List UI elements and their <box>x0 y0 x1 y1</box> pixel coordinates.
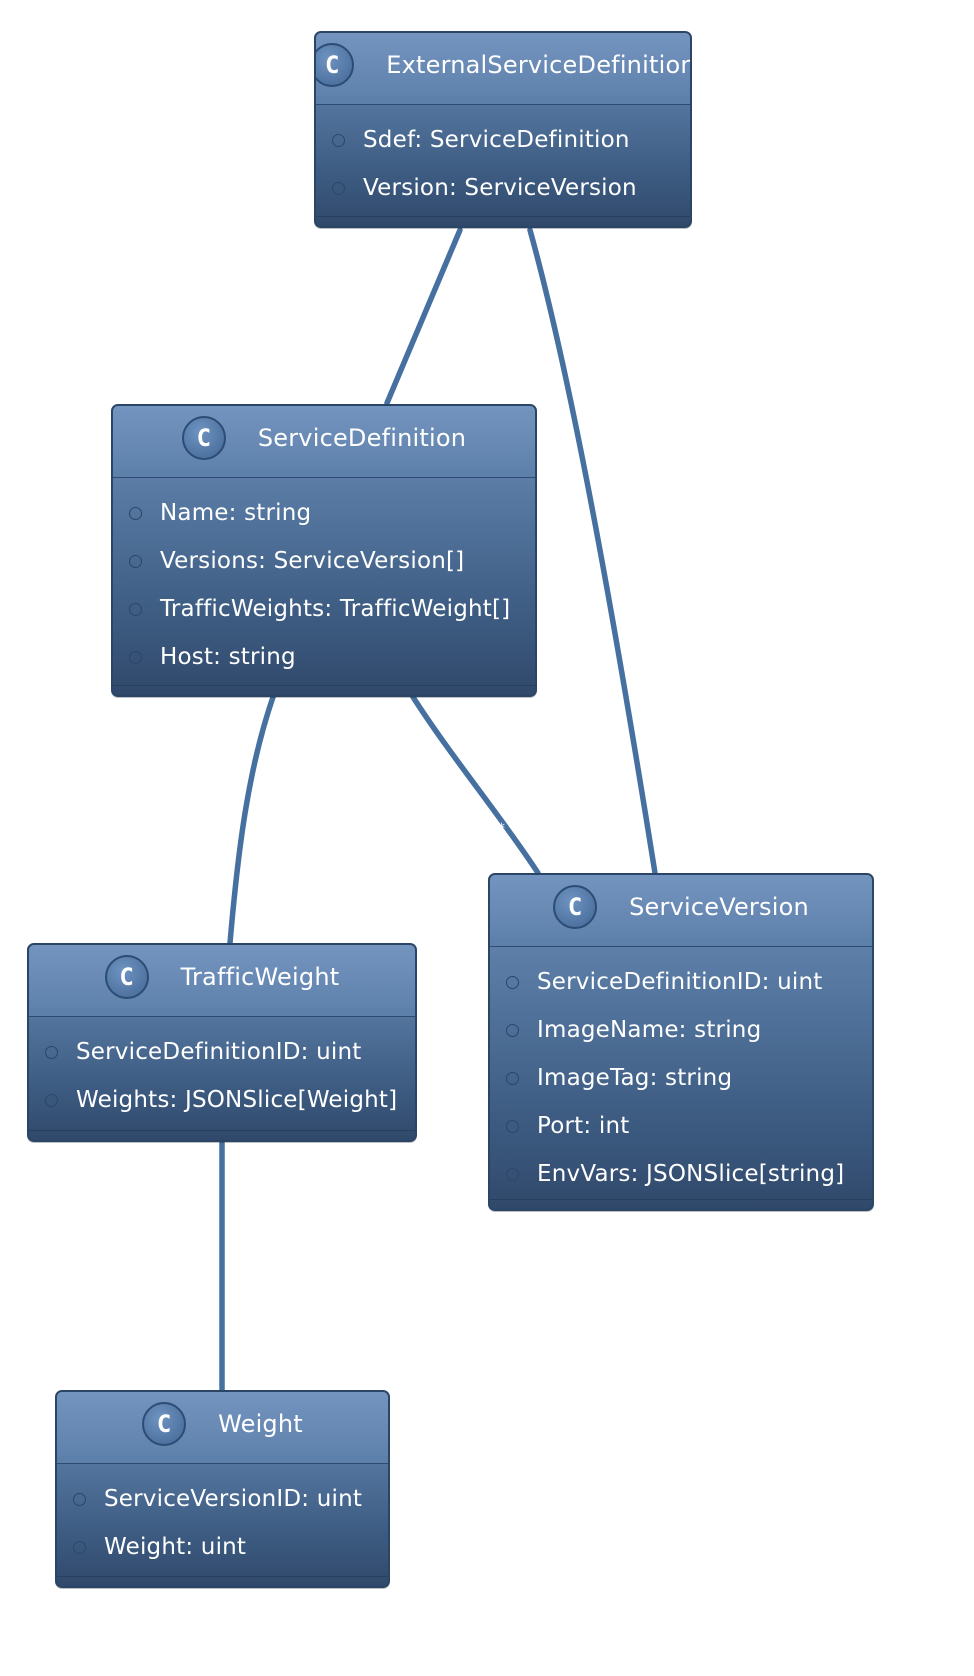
class-header: C Weight <box>57 1392 388 1464</box>
attribute-row: Weights: JSONSlice[Weight] <box>29 1076 415 1124</box>
class-servicedefinition[interactable]: C ServiceDefinition Name: string Version… <box>111 404 537 697</box>
public-visibility-icon <box>129 554 142 568</box>
class-trafficweight[interactable]: C TrafficWeight ServiceDefinitionID: uin… <box>27 943 417 1142</box>
attribute-row: ServiceVersionID: uint <box>57 1475 388 1523</box>
public-visibility-icon <box>129 506 142 520</box>
attribute-row: Host: string <box>113 633 535 681</box>
attribute-text: Sdef: ServiceDefinition <box>363 127 630 153</box>
attribute-list: ServiceDefinitionID: uint ImageName: str… <box>490 940 872 1198</box>
attribute-text: Version: ServiceVersion <box>363 175 637 201</box>
attribute-text: EnvVars: JSONSlice[string] <box>537 1161 845 1187</box>
attribute-row: ServiceDefinitionID: uint <box>29 1028 415 1076</box>
attribute-row: ImageName: string <box>490 1006 872 1054</box>
attribute-text: ServiceVersionID: uint <box>104 1486 363 1512</box>
class-header: C ServiceDefinition <box>113 406 535 478</box>
attribute-list: Sdef: ServiceDefinition Version: Service… <box>316 98 690 212</box>
class-stereotype-icon: C <box>553 885 598 929</box>
public-visibility-icon <box>506 1023 519 1037</box>
public-visibility-icon <box>506 975 519 989</box>
attribute-text: ImageName: string <box>537 1017 762 1043</box>
class-header: C ServiceVersion <box>490 875 872 947</box>
class-name: ExternalServiceDefinition <box>386 51 692 79</box>
class-footer-divider <box>29 1130 415 1131</box>
attribute-text: Weight: uint <box>104 1534 247 1560</box>
public-visibility-icon <box>73 1492 86 1506</box>
public-visibility-icon <box>129 650 142 664</box>
attribute-row: EnvVars: JSONSlice[string] <box>490 1150 872 1198</box>
public-visibility-icon <box>506 1119 519 1133</box>
public-visibility-icon <box>129 602 142 616</box>
attribute-row: Sdef: ServiceDefinition <box>316 116 690 164</box>
class-name: ServiceVersion <box>629 893 809 921</box>
public-visibility-icon <box>506 1167 519 1181</box>
attribute-row: TrafficWeights: TrafficWeight[] <box>113 585 535 633</box>
public-visibility-icon <box>73 1540 86 1554</box>
attribute-list: ServiceDefinitionID: uint Weights: JSONS… <box>29 1010 415 1124</box>
attribute-list: Name: string Versions: ServiceVersion[] … <box>113 471 535 681</box>
class-header: C TrafficWeight <box>29 945 415 1017</box>
attribute-row: ImageTag: string <box>490 1054 872 1102</box>
public-visibility-icon <box>332 181 345 195</box>
attribute-list: ServiceVersionID: uint Weight: uint <box>57 1457 388 1571</box>
attribute-text: Name: string <box>160 500 312 526</box>
edge-externalservicedefinition-serviceversion <box>527 227 658 876</box>
class-name: Weight <box>218 1410 303 1438</box>
attribute-text: Port: int <box>537 1113 630 1139</box>
attribute-text: Weights: JSONSlice[Weight] <box>76 1087 398 1113</box>
attribute-row: Version: ServiceVersion <box>316 164 690 212</box>
public-visibility-icon <box>506 1071 519 1085</box>
edge-externalservicedefinition-servicedefinition <box>384 227 463 406</box>
class-stereotype-icon: C <box>316 43 355 87</box>
class-header: C ExternalServiceDefinition <box>316 33 692 105</box>
public-visibility-icon <box>332 133 345 147</box>
attribute-row: Port: int <box>490 1102 872 1150</box>
class-stereotype-icon: C <box>142 1402 187 1446</box>
class-serviceversion[interactable]: C ServiceVersion ServiceDefinitionID: ui… <box>488 873 874 1211</box>
attribute-row: ServiceDefinitionID: uint <box>490 958 872 1006</box>
class-name: TrafficWeight <box>180 963 340 991</box>
class-externalservicedefinition[interactable]: C ExternalServiceDefinition Sdef: Servic… <box>314 31 692 228</box>
attribute-row: Name: string <box>113 489 535 537</box>
attribute-text: ServiceDefinitionID: uint <box>76 1039 362 1065</box>
attribute-text: TrafficWeights: TrafficWeight[] <box>160 596 511 622</box>
class-name: ServiceDefinition <box>257 424 467 452</box>
class-footer-divider <box>490 1199 872 1200</box>
attribute-text: Versions: ServiceVersion[] <box>160 548 465 574</box>
class-weight[interactable]: C Weight ServiceVersionID: uint Weight: … <box>55 1390 390 1588</box>
class-stereotype-icon: C <box>181 416 226 460</box>
attribute-row: Versions: ServiceVersion[] <box>113 537 535 585</box>
public-visibility-icon <box>45 1045 58 1059</box>
edge-servicedefinition-trafficweight <box>227 694 276 946</box>
attribute-text: Host: string <box>160 644 296 670</box>
class-stereotype-icon: C <box>104 955 149 999</box>
class-footer-divider <box>57 1576 388 1577</box>
public-visibility-icon <box>45 1093 58 1107</box>
class-footer-divider <box>316 216 690 217</box>
attribute-text: ImageTag: string <box>537 1065 733 1091</box>
edge-servicedefinition-serviceversion <box>410 694 541 876</box>
attribute-text: ServiceDefinitionID: uint <box>537 969 823 995</box>
edge-multiplicity-label: * <box>498 821 505 837</box>
class-footer-divider <box>113 685 535 686</box>
attribute-row: Weight: uint <box>57 1523 388 1571</box>
